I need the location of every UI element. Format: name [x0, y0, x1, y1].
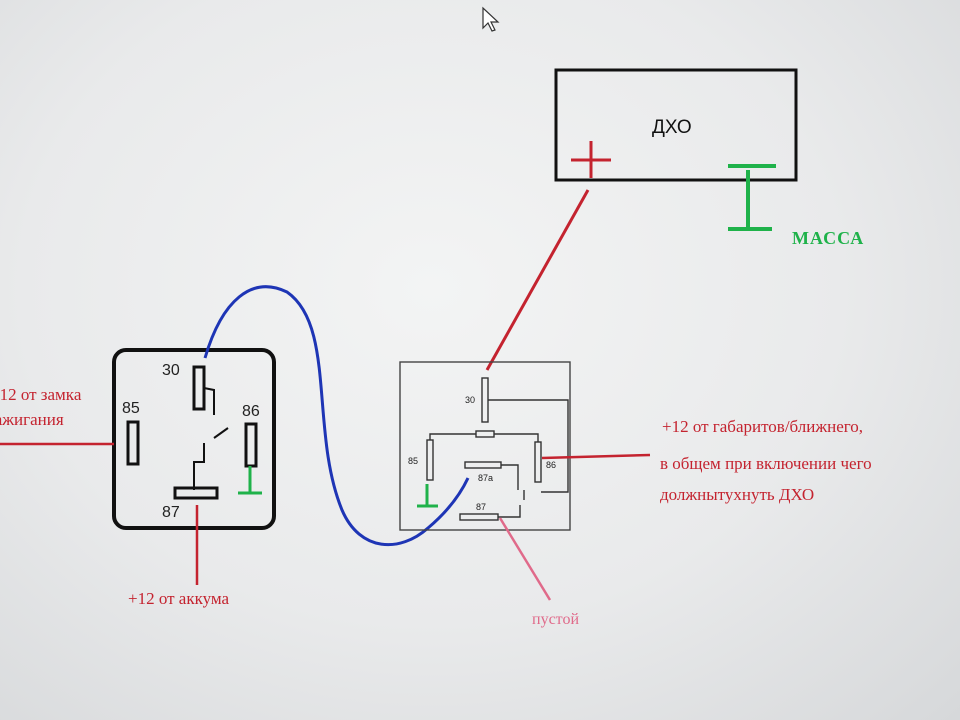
relay-left-label-87: 87	[162, 504, 180, 521]
relay-left-label-85: 85	[122, 400, 140, 417]
relay-right: 30 85 86 87a 87	[399, 361, 571, 531]
dho-box: ДХО	[554, 68, 798, 231]
relay-left-switch	[193, 387, 229, 490]
relay-left-label-86: 86	[242, 403, 260, 420]
relay-left: 30 85 86 87	[112, 348, 276, 530]
ignition-label-line1: +12 от замка	[0, 385, 82, 404]
parking-label-line2: в общем при включении чего	[660, 454, 872, 473]
empty-label: пустой	[532, 611, 579, 628]
relay-left-pin-87	[173, 486, 219, 500]
relay-right-pin-87	[459, 513, 499, 521]
arrow-cursor-icon	[482, 6, 500, 32]
relay-right-pin-85	[426, 439, 434, 481]
relay-left-pin-85	[126, 420, 140, 466]
relay-right-label-86: 86	[546, 460, 556, 470]
relay-right-pin-86	[534, 441, 542, 483]
ground-terminal-icon	[728, 164, 776, 231]
wire-empty	[498, 517, 552, 601]
relay-left-pin-30	[192, 365, 206, 411]
battery-label: +12 от аккума	[128, 589, 230, 608]
wire-blue-link	[203, 285, 470, 547]
ground-icon	[417, 484, 438, 508]
relay-left-pin-86	[244, 422, 258, 468]
parking-label-line1: +12 от габаритов/ближнего,	[662, 417, 863, 436]
relay-right-label-87a: 87a	[478, 473, 493, 483]
relay-right-label-85: 85	[408, 456, 418, 466]
relay-right-label-87: 87	[476, 502, 486, 512]
dho-label: ДХО	[652, 117, 692, 138]
wire-parking-lights	[541, 453, 651, 460]
relay-right-pin-30	[481, 377, 489, 423]
massa-label: МАССА	[792, 228, 864, 248]
wire-dho-plus	[485, 189, 590, 371]
ignition-label-line2: зажигания	[0, 410, 64, 429]
relay-right-internal	[429, 399, 569, 518]
plus-terminal-icon	[571, 141, 611, 178]
relay-right-pin-87a	[464, 461, 502, 469]
ground-icon	[238, 466, 262, 495]
relay-right-label-30: 30	[465, 395, 475, 405]
relay-left-label-30: 30	[162, 362, 180, 379]
parking-label-line3: должнытухнуть ДХО	[660, 485, 814, 504]
